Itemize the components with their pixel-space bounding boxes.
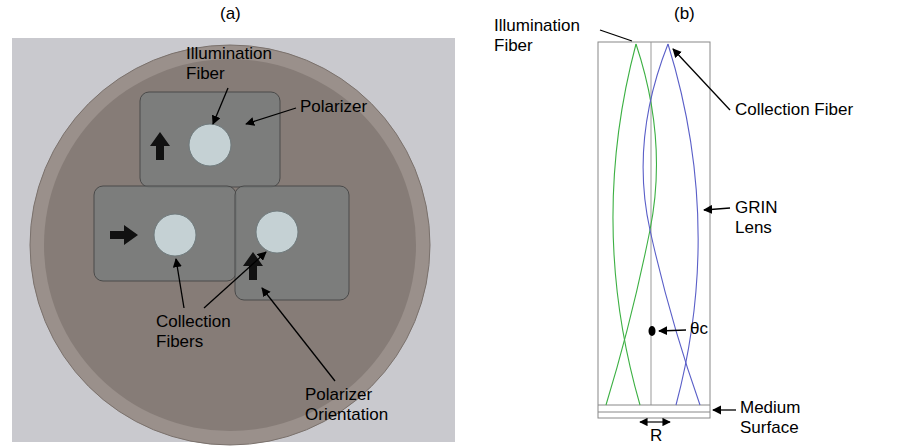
background-panel xyxy=(12,38,455,442)
leader-line xyxy=(176,259,184,308)
illumination-ray xyxy=(613,44,640,405)
fiber-core xyxy=(189,124,231,166)
medium-surface xyxy=(598,412,710,413)
collection-ray xyxy=(668,44,698,405)
part-label: Collection Fibers xyxy=(156,312,261,351)
leader-line xyxy=(704,208,730,210)
leader-line xyxy=(600,30,632,41)
fiber-core xyxy=(154,214,196,256)
panel-letter: (a) xyxy=(220,4,241,24)
collection-ray xyxy=(643,44,700,405)
angle-symbol: θc xyxy=(690,319,708,339)
orientation-arrow xyxy=(150,132,170,160)
part-label: Collection Fiber xyxy=(735,100,853,120)
orientation-arrow xyxy=(110,225,138,245)
part-label: GRIN Lens xyxy=(735,198,797,237)
polarizer xyxy=(94,186,236,281)
medium-surface xyxy=(598,405,710,406)
probe-face xyxy=(30,45,430,445)
part-label: Polarizer Orientation xyxy=(305,385,415,424)
leader-line xyxy=(713,409,736,410)
fiber-core xyxy=(256,211,298,253)
polarizer xyxy=(235,186,349,300)
part-label: Medium Surface xyxy=(740,398,828,437)
part-label: Illumination Fiber xyxy=(186,44,301,83)
dimension-arrow xyxy=(640,421,670,422)
polarizer xyxy=(140,92,280,187)
panel-letter: (b) xyxy=(674,4,695,24)
dimension-label: R xyxy=(650,426,662,446)
orientation-arrow xyxy=(243,252,263,280)
part-label: Illumination Fiber xyxy=(494,16,599,55)
leader-line xyxy=(673,49,730,110)
part-label: Polarizer xyxy=(300,97,367,117)
grin-lens xyxy=(598,42,710,418)
probe-face-inner xyxy=(44,59,416,431)
leader-line xyxy=(213,88,228,124)
angle-marker xyxy=(649,326,656,336)
leader-line xyxy=(262,288,335,381)
leader-line xyxy=(204,252,266,308)
leader-line xyxy=(246,108,296,124)
leader-line xyxy=(659,330,686,331)
